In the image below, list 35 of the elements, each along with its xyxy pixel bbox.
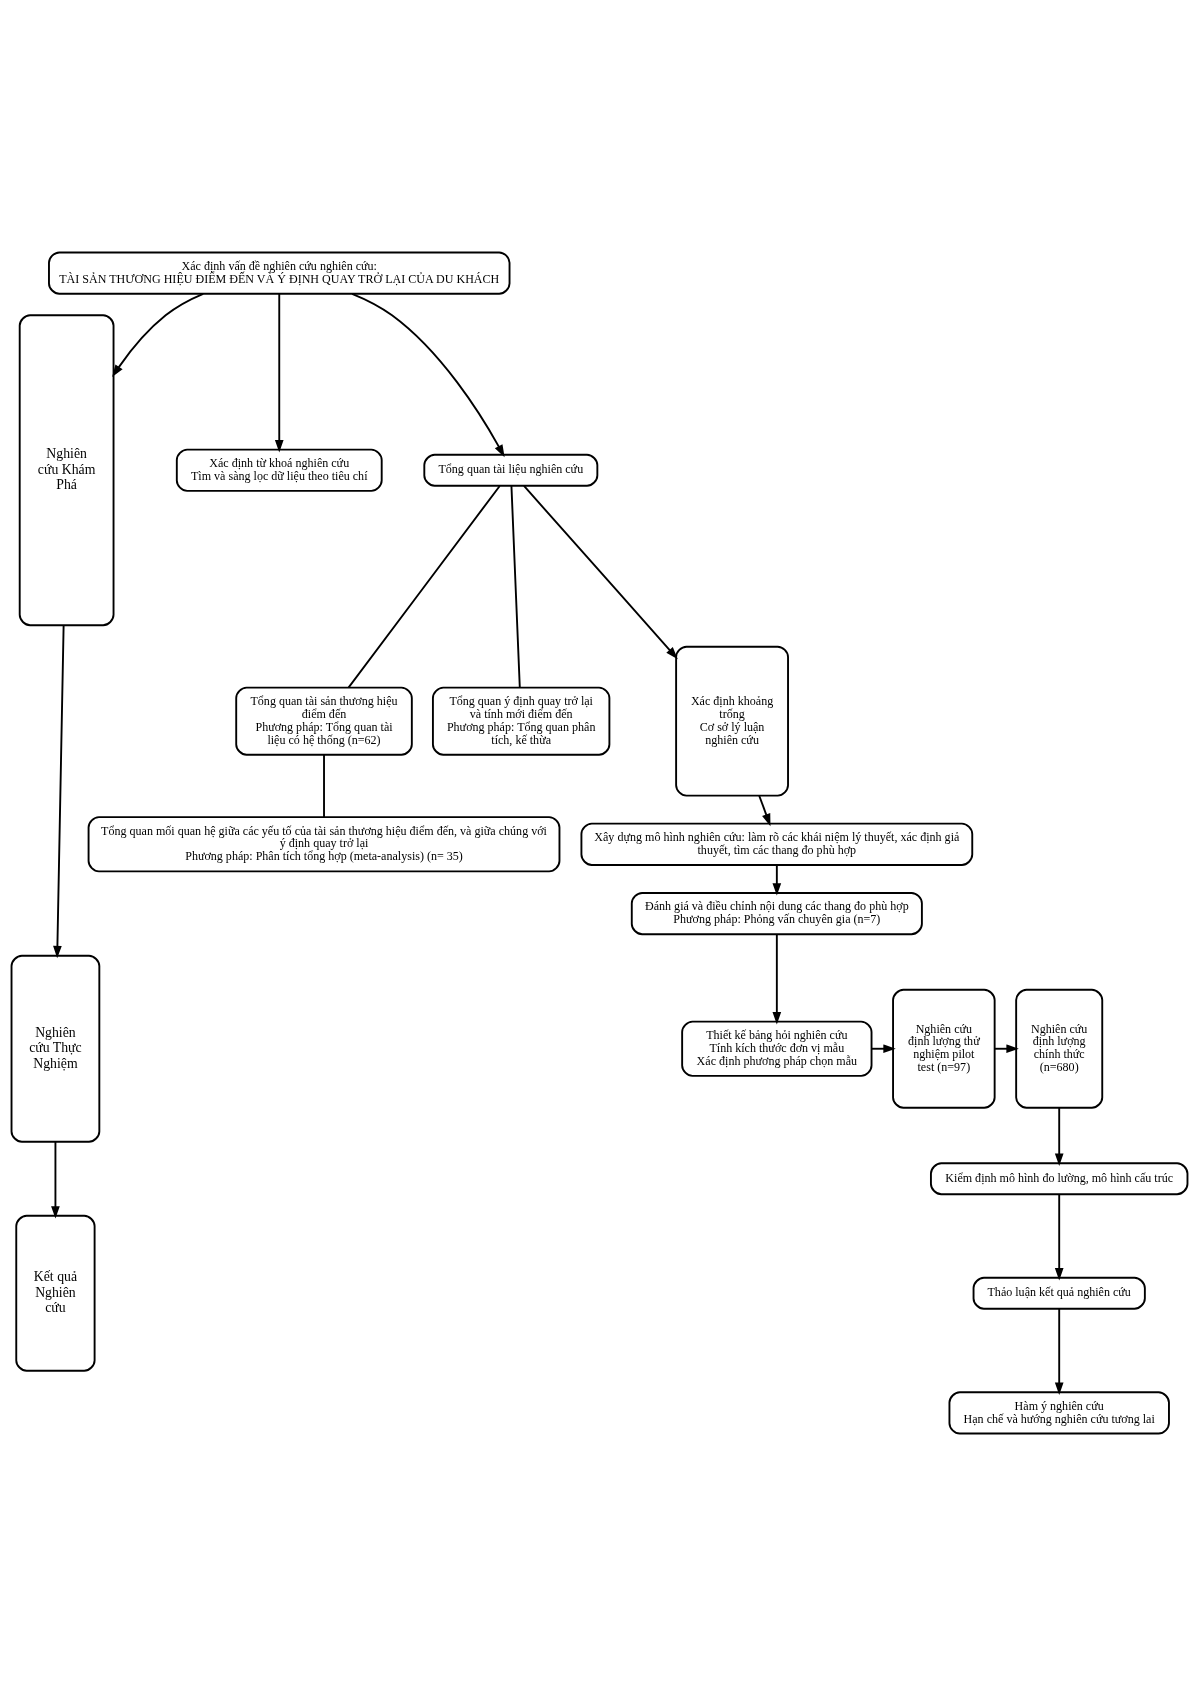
arrow [772, 933, 782, 1025]
node-box: Xác định khoảng trống Cơ sở lý luận nghiên cứu [675, 645, 789, 797]
arrow [351, 292, 505, 458]
arrow [274, 292, 284, 453]
node-box: Tổng quan mối quan hệ giữa các yếu tố của tài sản thương hiệu điểm đến, và giữa chúng với ý định quay trở lại Phương pháp: Phân tích tổng hợp (meta-analysis) (n= 35) [87, 816, 561, 873]
node-box: Kết quả Nghiên cứu [15, 1214, 96, 1372]
node-box: Xác định từ khoá nghiên cứu Tìm và sàng lọc dữ liệu theo tiêu chí [175, 448, 383, 492]
node-box: Nghiên cứu định lượng chính thức (n=680) [1015, 988, 1104, 1109]
arrow [1054, 1106, 1064, 1166]
node-box: Xác định vấn đề nghiên cứu nghiên cứu: TÀI SẢN THƯƠNG HIỆU ĐIỂM ĐẾN VÀ Ý ĐỊNH QUAY TRỞ LẠI CỦA DU KHÁCH [48, 251, 511, 295]
node-box: Thảo luận kết quả nghiên cứu [972, 1276, 1146, 1310]
node-box: Nghiên cứu Thực Nghiệm [10, 954, 101, 1143]
node-box: Hàm ý nghiên cứu Hạn chế và hướng nghiên cứu tương lai [948, 1391, 1170, 1435]
arrow [772, 864, 782, 896]
arrow [758, 794, 771, 827]
arrow [870, 1044, 896, 1054]
node-box: Tổng quan tài sản thương hiệu điểm đến Phương pháp: Tổng quan tài liệu có hệ thống (n=62) [235, 686, 413, 756]
node-box: Tổng quan ý định quay trở lại và tính mới điểm đến Phương pháp: Tổng quan phân tích, kế thừa [431, 686, 611, 756]
node-box: Thiết kế bảng hỏi nghiên cứu Tính kích thước đơn vị mẫu Xác định phương pháp chọn mẫu [681, 1020, 873, 1077]
arrow [1054, 1193, 1064, 1281]
arrow [53, 624, 65, 959]
arrow [993, 1044, 1019, 1054]
arrow [51, 1140, 60, 1219]
node-box: Tổng quan tài liệu nghiên cứu [423, 453, 599, 487]
node-box: Nghiên cứu Khám Phá [18, 314, 115, 627]
connector [347, 485, 501, 689]
node-box: Kiểm định mô hình đo lường, mô hình cấu trúc [930, 1162, 1189, 1196]
node-box: Nghiên cứu định lượng thử nghiệm pilot test (n=97) [892, 988, 996, 1109]
connector [323, 753, 325, 819]
arrow [523, 485, 678, 660]
connector [510, 485, 521, 689]
arrow [112, 292, 205, 378]
node-box: Xây dựng mô hình nghiên cứu: làm rõ các khái niệm lý thuyết, xác định giả thuyết, tìm các thang đo phù hợp [580, 822, 974, 866]
arrow [1054, 1307, 1064, 1395]
node-box: Đánh giá và điều chỉnh nội dung các thang đo phù hợp Phương pháp: Phỏng vấn chuyên gia (n=7) [630, 892, 923, 936]
